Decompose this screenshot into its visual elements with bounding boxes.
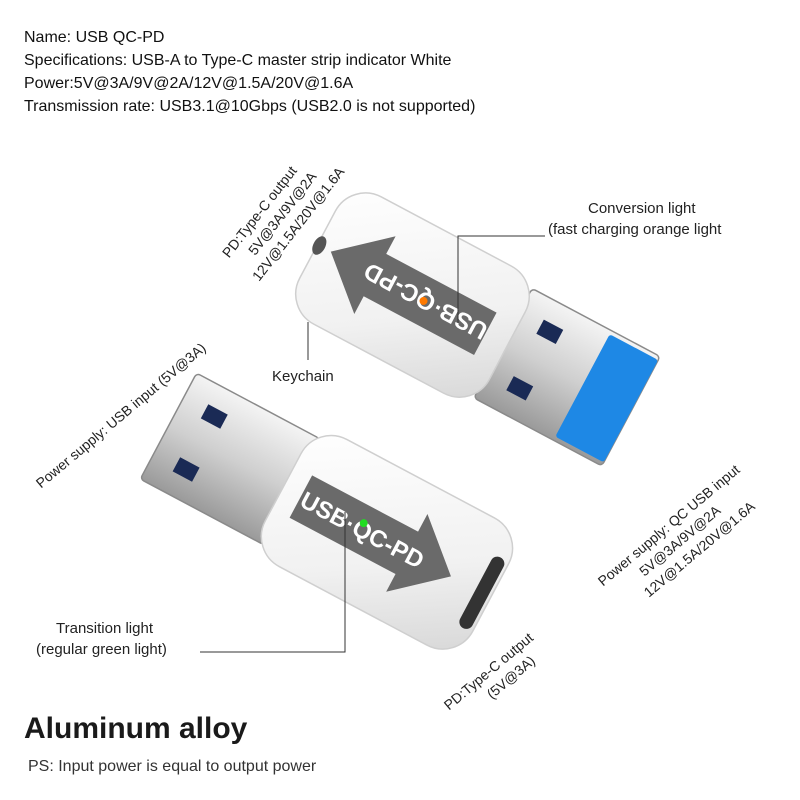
transition-light-title: Transition light — [56, 620, 153, 637]
conversion-light-leader — [457, 235, 545, 323]
top-adapter: USB·QC-PD — [294, 192, 660, 466]
bottom-plug-hole-1 — [200, 404, 228, 429]
spec-power: Power:5V@3A/9V@2A/12V@1.5A/20V@1.6A — [24, 75, 354, 92]
bottom-arrow-badge — [289, 475, 451, 592]
top-plug-hole-2 — [506, 376, 534, 401]
conversion-light-title: Conversion light — [588, 200, 696, 217]
material-heading: Aluminum alloy — [24, 712, 248, 745]
top-arrow-badge — [330, 236, 497, 355]
bottom-type-c-port — [459, 556, 505, 629]
spec-specifications: Specifications: USB-A to Type-C master s… — [24, 52, 452, 69]
bottom-transition-led — [359, 519, 368, 528]
keychain-label: Keychain — [272, 368, 334, 385]
top-keychain-hole — [312, 236, 327, 255]
spec-transmission: Transmission rate: USB3.1@10Gbps (USB2.0… — [24, 98, 476, 115]
transition-light-leader — [200, 512, 346, 653]
transition-light-label: Transition light (regular green light) — [36, 618, 167, 660]
conversion-light-label: Conversion light (fast charging orange l… — [548, 198, 721, 240]
top-usb-a-port — [556, 335, 658, 462]
top-plug-hole-1 — [536, 319, 564, 345]
spec-name: Name: USB QC-PD — [24, 29, 165, 46]
top-conversion-led — [419, 296, 428, 305]
ps-note: PS: Input power is equal to output power — [28, 758, 317, 775]
transition-light-desc: (regular green light) — [36, 641, 167, 658]
conversion-light-desc: (fast charging orange light — [548, 221, 722, 238]
spec-block: Name: USB QC-PD Specifications: USB-A to… — [24, 26, 764, 118]
bottom-adapter: USB·QC-PD — [140, 373, 514, 650]
bottom-plug-hole-2 — [172, 457, 200, 482]
